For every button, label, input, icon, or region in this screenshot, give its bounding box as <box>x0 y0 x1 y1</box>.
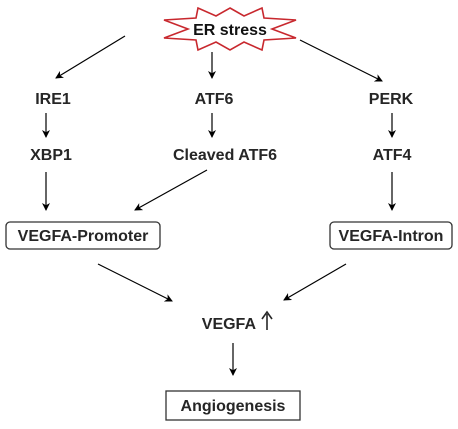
er-stress-label: ER stress <box>193 22 267 39</box>
arrow-er-to-ire1 <box>55 35 126 79</box>
vegfa-promoter-label: VEGFA-Promoter <box>18 228 149 245</box>
angiogenesis-box: Angiogenesis <box>165 390 301 421</box>
ire1-label: IRE1 <box>35 91 71 108</box>
arrow-intron-to-vegfa <box>283 263 347 301</box>
vegfa-node: VEGFA <box>202 310 273 333</box>
arrow-cleaved-to-promoter <box>134 169 208 211</box>
angiogenesis-label: Angiogenesis <box>181 398 286 415</box>
atf6-label: ATF6 <box>195 91 234 108</box>
atf4-label: ATF4 <box>373 147 412 164</box>
arrow-promoter-to-vegfa <box>97 263 173 302</box>
star-burst-shape <box>163 6 297 52</box>
er-stress-node: ER stress <box>163 6 297 52</box>
cleaved-atf6-label: Cleaved ATF6 <box>173 147 277 164</box>
vegfa-promoter-box: VEGFA-Promoter <box>5 221 161 250</box>
arrow-er-to-perk <box>299 39 383 82</box>
vegfa-intron-box: VEGFA-Intron <box>329 221 453 250</box>
up-arrow-icon <box>261 310 273 330</box>
xbp1-label: XBP1 <box>30 147 72 164</box>
vegfa-label: VEGFA <box>202 316 257 333</box>
perk-label: PERK <box>369 91 414 108</box>
vegfa-intron-label: VEGFA-Intron <box>339 228 444 245</box>
